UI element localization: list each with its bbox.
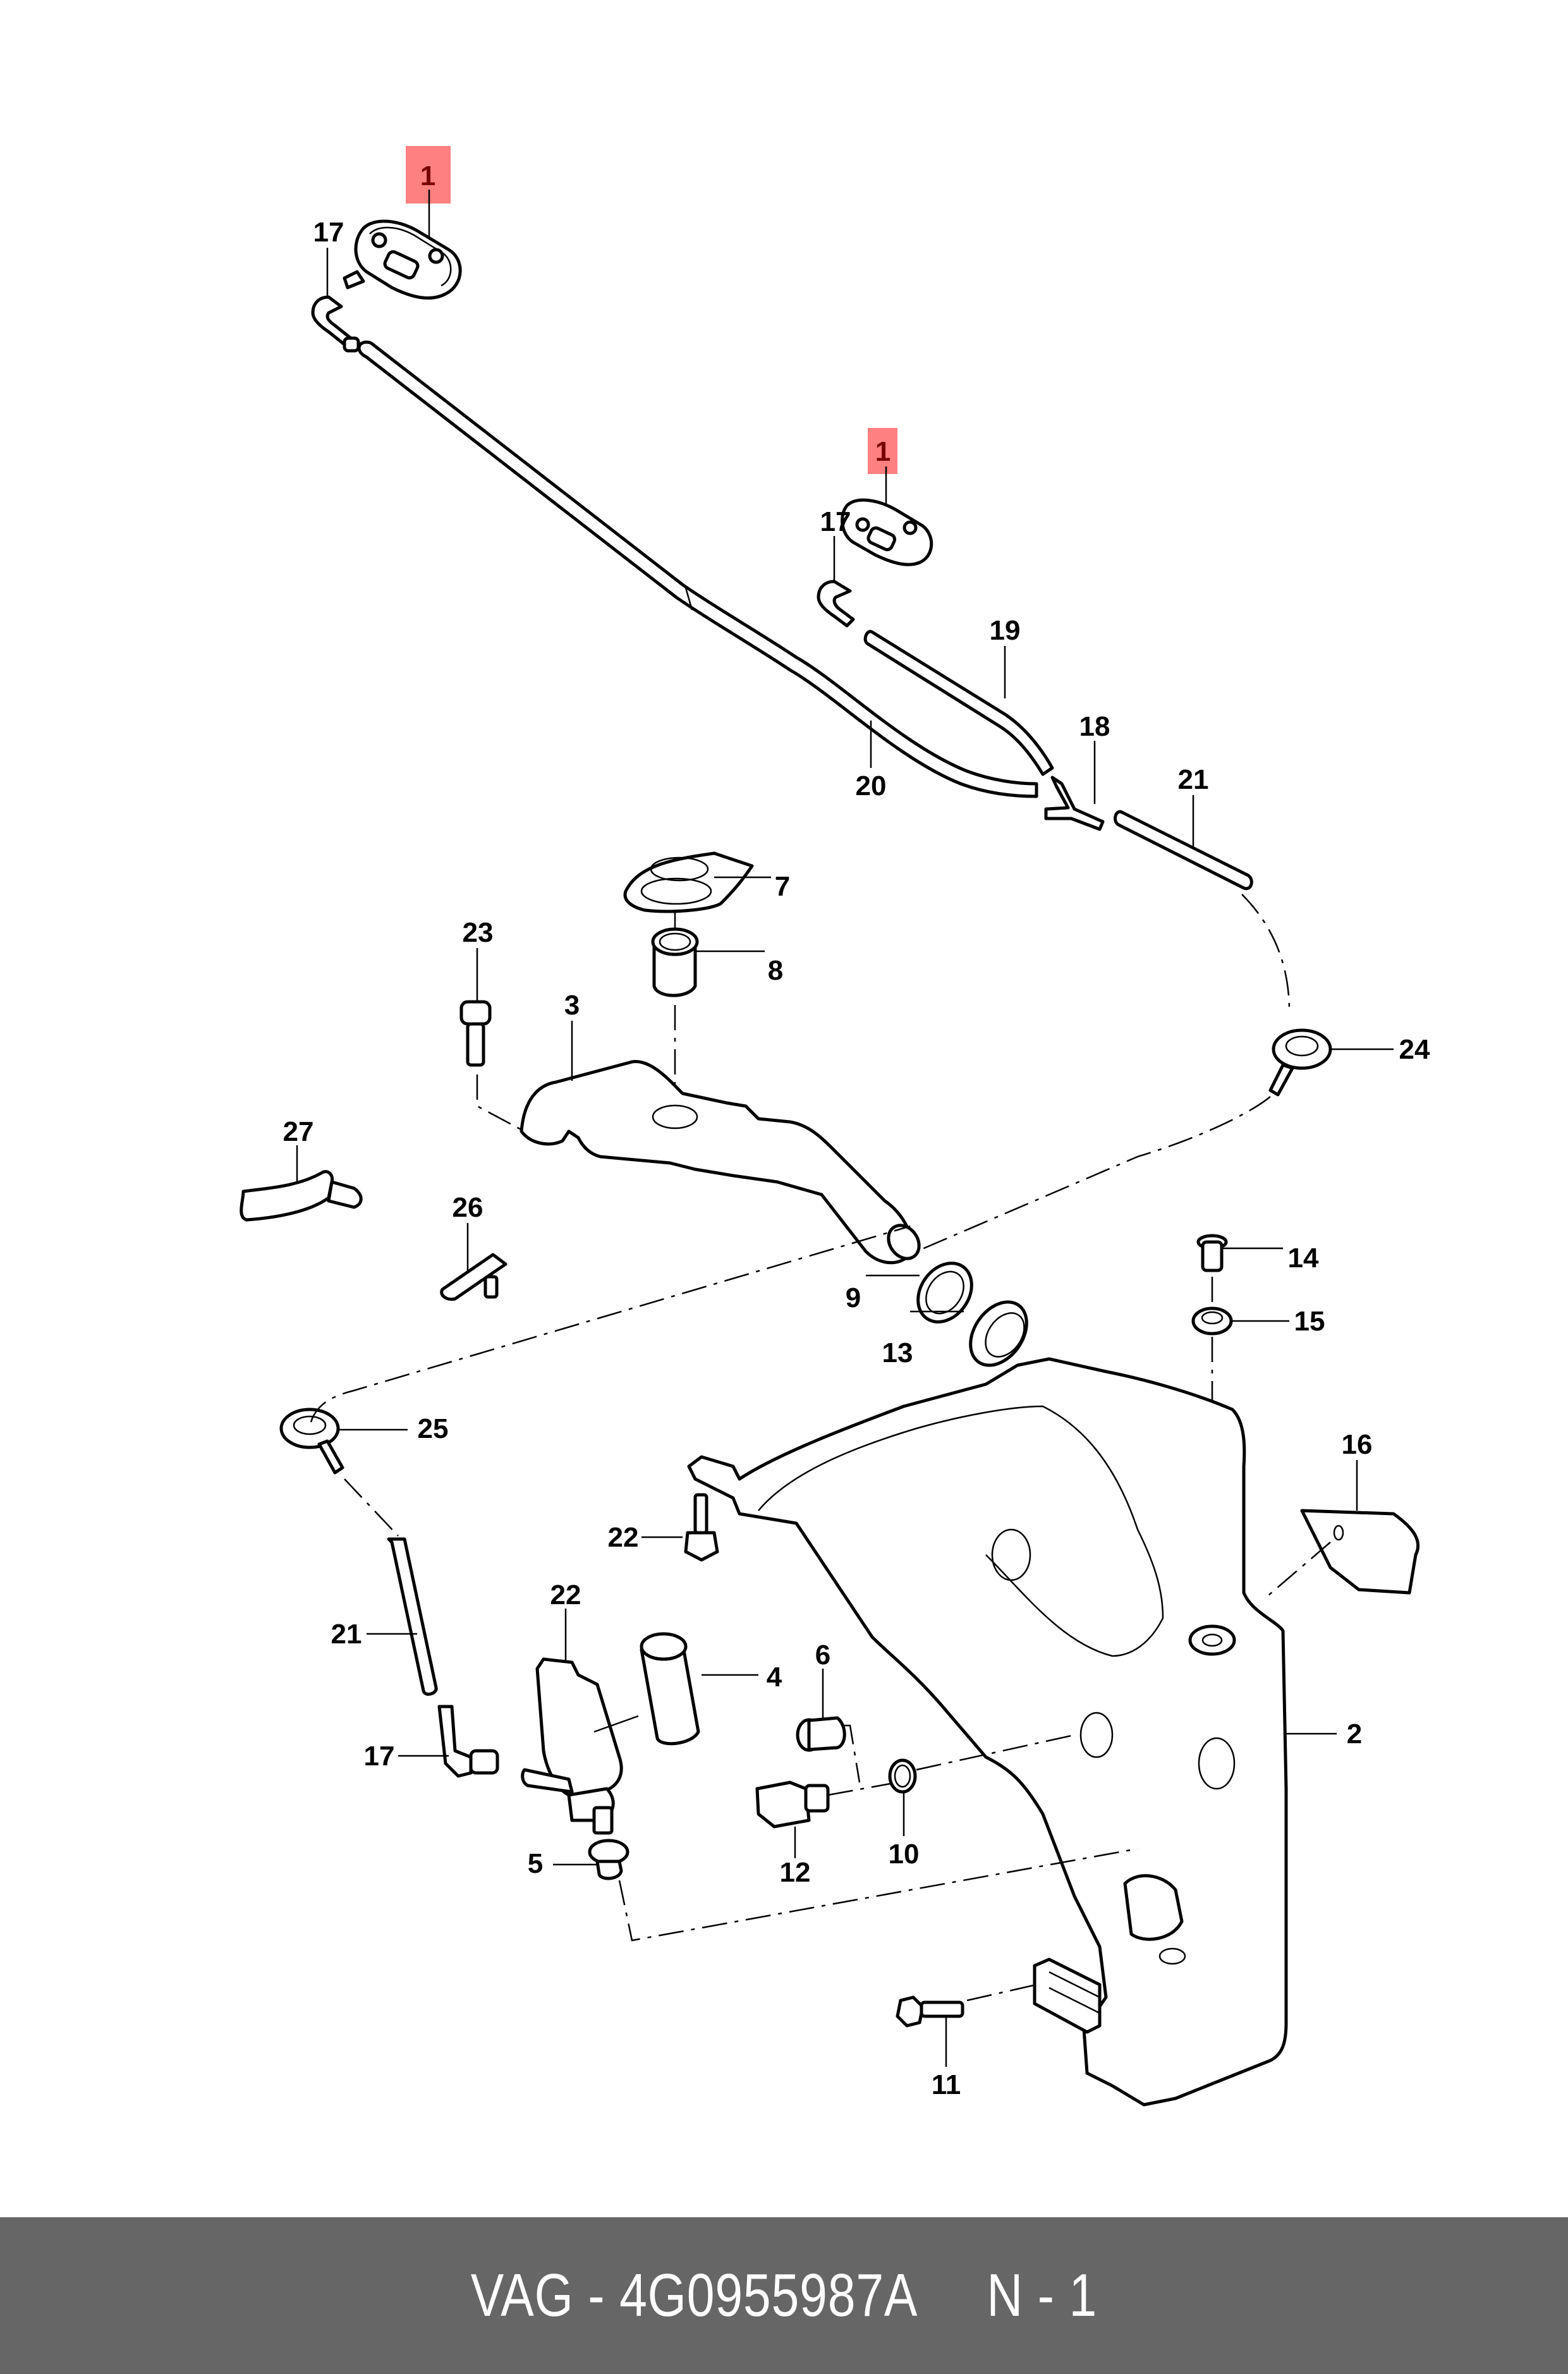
callout-19: 19 bbox=[990, 615, 1021, 646]
part-number-caption: VAG - 4G0955987A N - 1 bbox=[470, 2261, 1098, 2329]
callout-17a: 17 bbox=[313, 217, 344, 248]
callout-9: 9 bbox=[846, 1282, 861, 1313]
callout-15: 15 bbox=[1294, 1306, 1325, 1337]
washer-reservoir-2: 2 bbox=[687, 1357, 1362, 2107]
bolt-22a: 22 bbox=[608, 1493, 719, 1562]
callout-1a: 1 bbox=[420, 161, 435, 192]
rivet-14: 14 bbox=[1196, 1234, 1319, 1274]
hose-20: 20 bbox=[357, 340, 1038, 801]
callout-10: 10 bbox=[889, 1839, 920, 1870]
bolt-23: 23 bbox=[459, 917, 525, 1133]
level-sensor-12: 12 bbox=[755, 1780, 898, 1888]
hose-21a: 21 bbox=[1114, 764, 1291, 1012]
callout-26: 26 bbox=[453, 1192, 483, 1223]
callout-6: 4 bbox=[767, 1662, 782, 1693]
parts-diagram: 1 17 20 1 17 19 bbox=[240, 146, 1430, 2107]
callout-1b: 1 bbox=[875, 436, 890, 467]
hose-connector-17c: 17 bbox=[364, 1705, 499, 1778]
hose-connector-17a: 17 bbox=[311, 217, 360, 353]
washer-pump-4: 22 bbox=[521, 1580, 639, 1835]
hose-19: 19 bbox=[863, 615, 1054, 776]
bolt-22b: 11 bbox=[896, 1983, 1037, 2100]
filler-neck-3: 3 bbox=[520, 990, 921, 1265]
callout-4: 22 bbox=[550, 1580, 581, 1610]
footer-bar: VAG - 4G0955987A N - 1 bbox=[0, 2217, 1568, 2374]
callout-21b: 21 bbox=[331, 1619, 362, 1650]
strainer-8: 8 bbox=[651, 910, 783, 1112]
callout-2: 2 bbox=[1347, 1719, 1362, 1750]
callout-17c: 17 bbox=[364, 1741, 395, 1772]
grommet-5: 5 bbox=[528, 1839, 1138, 1942]
callout-16: 16 bbox=[1342, 1429, 1373, 1460]
callout-14: 14 bbox=[1288, 1243, 1319, 1274]
callout-18: 18 bbox=[1079, 711, 1110, 742]
grommet-13: 13 bbox=[882, 1300, 1028, 1368]
hose-clip-27: 27 bbox=[240, 1116, 363, 1222]
bracket-16: 16 bbox=[1263, 1429, 1420, 1600]
callout-27: 27 bbox=[283, 1116, 314, 1147]
hose-connector-17b: 17 bbox=[817, 506, 855, 628]
grommet-24: 24 bbox=[916, 1028, 1430, 1253]
callout-20: 20 bbox=[856, 770, 887, 801]
callout-22a: 22 bbox=[608, 1522, 639, 1553]
grommet-10: 10 bbox=[888, 1734, 1075, 1870]
grommet-11: 6 bbox=[796, 1640, 861, 1783]
callout-7: 7 bbox=[775, 871, 790, 902]
seal-9: 9 bbox=[846, 1262, 973, 1324]
callout-8: 8 bbox=[768, 955, 783, 986]
callout-24: 24 bbox=[1399, 1034, 1430, 1065]
y-connector-18: 18 bbox=[1044, 711, 1110, 831]
pump-seal-6: 4 bbox=[640, 1632, 782, 1746]
clip-26: 26 bbox=[440, 1192, 507, 1301]
hose-21b: 21 bbox=[331, 1537, 438, 1696]
callout-5: 5 bbox=[528, 1848, 543, 1879]
callout-11: 6 bbox=[815, 1640, 830, 1671]
callout-25: 25 bbox=[418, 1413, 449, 1444]
grommet-25: 25 bbox=[279, 1225, 911, 1537]
callout-22b: 11 bbox=[932, 2069, 961, 2100]
callout-3: 3 bbox=[564, 990, 580, 1021]
callout-23: 23 bbox=[463, 917, 494, 948]
callout-13: 13 bbox=[882, 1337, 913, 1368]
callout-12: 12 bbox=[780, 1857, 811, 1888]
filler-cap-7: 7 bbox=[623, 851, 790, 913]
highlight-box-1b bbox=[868, 428, 897, 474]
highlight-box-1a bbox=[406, 146, 451, 204]
washer-nozzle-right: 1 bbox=[841, 428, 933, 566]
callout-21a: 21 bbox=[1178, 764, 1209, 795]
callout-17b: 17 bbox=[820, 506, 851, 537]
washer-nozzle-left: 1 bbox=[343, 146, 462, 300]
